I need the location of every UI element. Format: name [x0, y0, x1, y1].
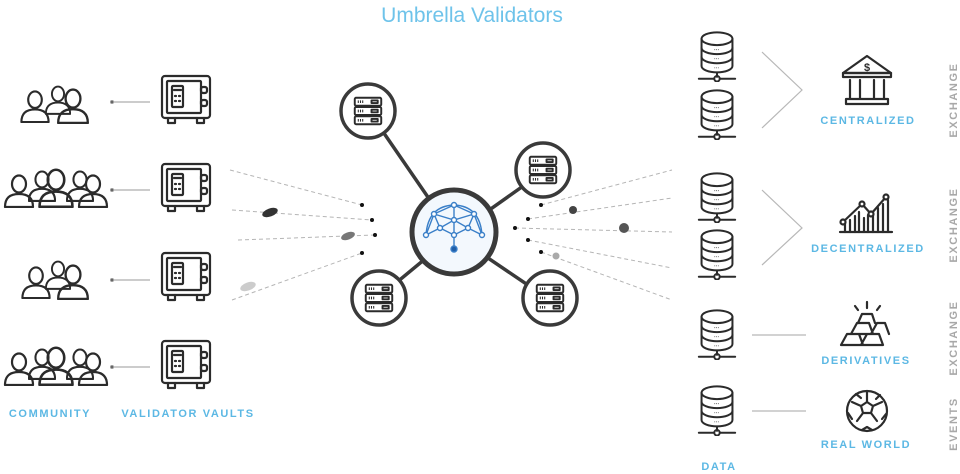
vault-icon [160, 162, 212, 213]
community-group-3b [21, 260, 90, 300]
vault-icon [160, 251, 212, 302]
database-icon [697, 229, 737, 280]
vault-icon [160, 339, 212, 390]
reward-flow-left [229, 169, 377, 301]
category-label: EXCHANGE [948, 187, 960, 262]
gold-bars-icon [839, 300, 891, 347]
category-label: EVENTS [948, 397, 960, 451]
database-icon [697, 172, 737, 223]
coin-icon [340, 231, 356, 241]
data-label: DATA [701, 461, 736, 473]
umbrella-logo-icon [422, 201, 486, 253]
vault-icon [160, 74, 212, 125]
data-flow-right [513, 169, 673, 301]
source-label-centralized: CENTRALIZED [820, 115, 915, 127]
coin-icon [261, 207, 279, 218]
validator-node [514, 141, 572, 199]
svg-text:$: $ [864, 62, 870, 74]
database-icon [697, 309, 737, 360]
source-label-decentralized: DECENTRALIZED [811, 243, 925, 255]
validator-node [521, 269, 579, 327]
coin-icon [239, 281, 257, 292]
diagram-title: Umbrella Validators [381, 4, 563, 27]
validator-node [339, 82, 397, 140]
database-icon [697, 89, 737, 140]
community-group-5b [3, 346, 109, 386]
payout-arrows [110, 100, 150, 369]
soccer-ball-icon [845, 389, 889, 433]
community-group-3 [20, 85, 90, 124]
validator-vaults-label: VALIDATOR VAULTS [121, 408, 254, 420]
umbrella-hub [409, 187, 499, 277]
connectors [752, 51, 806, 412]
community-label: COMMUNITY [9, 408, 91, 420]
bank-icon: $ [841, 54, 893, 106]
database-icon [697, 385, 737, 436]
chart-icon [838, 193, 894, 234]
category-label: EXCHANGE [948, 62, 960, 137]
database-icon [697, 31, 737, 82]
community-group-5 [3, 168, 109, 208]
source-label-derivatives: DERIVATIVES [821, 355, 910, 367]
validator-network [339, 82, 579, 327]
source-label-real-world: REAL WORLD [821, 439, 911, 451]
validator-node [350, 269, 408, 327]
category-label: EXCHANGE [948, 300, 960, 375]
